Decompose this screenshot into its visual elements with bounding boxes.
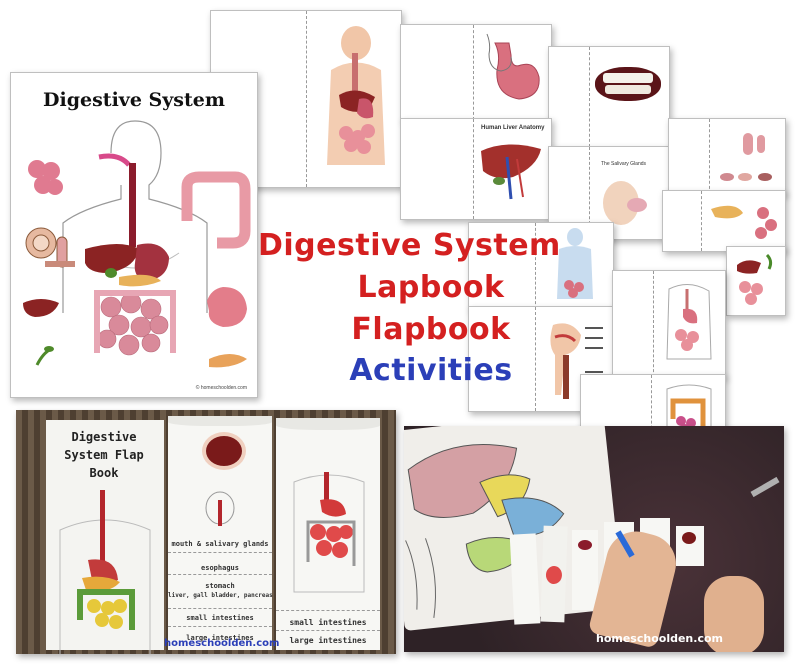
worksheet-card-teeth [548,46,670,148]
worksheet-card-intestines-small [668,118,786,195]
flap-label-large-intestines: large intestines [186,634,254,642]
salivary-glands-small-illustration [205,491,235,526]
activity-watermark: homeschoolden.com [596,632,723,645]
worksheet-card-stomach [400,24,552,121]
child-second-hand [704,576,764,652]
flap-label-liver: liver, gall bladder, pancreas [168,592,273,599]
worksheet-card-digestive-small [726,246,786,316]
liver-anatomy-illustration [481,144,541,200]
flapbook-body-illustration [59,490,151,654]
flap-label-mouth: mouth & salivary glands [171,540,269,548]
gi-tract-illustration [666,284,712,360]
body-outline-illustration [557,228,593,299]
salivary-glands-illustration [603,181,647,225]
title-line-4: Activities [349,353,513,388]
digestive-organs-illustration [737,253,773,305]
flapbook-middle: mouth & salivary glands esophagus stomac… [168,416,273,650]
flap-label-small-intestines: small intestines [186,614,254,622]
right-label-small-intestines: small intestines [289,618,367,627]
title-line-2: Lapbook [357,270,505,305]
poster-footer: © homeschoolden.com [195,385,247,391]
mini-flapbook-1 [509,533,541,625]
worksheet-card-pancreas [662,190,786,252]
poster-heading: Digestive System [43,89,225,111]
worksheet-card-liver: Human Liver Anatomy [400,118,552,220]
salivary-card-heading: The Salivary Glands [601,161,647,167]
activity-photo: homeschoolden.com [404,426,784,652]
flapbook-cover: Digestive System Flap Book [46,420,164,654]
human-body-organs-illustration [327,26,385,165]
mini-flapbook-2 [540,525,568,623]
flap-label-esophagus: esophagus [201,564,239,572]
pancreas-illustration [711,205,777,239]
worksheet-card-body-outline [468,222,614,310]
mini-flapbook-3 [572,530,598,610]
worksheet-card-gi-tract [612,270,726,378]
flapbook-right: small intestines large intestines [276,418,380,650]
appendix-villi-illustration [720,133,772,181]
title-line-1: Digestive System [258,228,561,263]
flapbook-cover-title: Digestive System Flap Book [64,430,144,480]
flapbook-watermark: homeschoolden.com [164,638,280,649]
right-label-large-intestines: large intestines [289,636,367,645]
woman-digestive-organs-illustration [23,120,251,368]
open-mouth-illustration [202,432,246,470]
digestive-system-poster: Digestive System [10,72,258,398]
title-line-3: Flapbook [351,312,511,347]
stomach-outline-icon [486,33,512,72]
flap-label-stomach: stomach [205,582,235,590]
liver-card-heading: Human Liver Anatomy [481,125,545,131]
mini-flapbook-6 [676,526,704,566]
flapbook-photo: Digestive System Flap Book mouth & saliv… [16,410,396,654]
mouth-esophagus-illustration [550,323,603,399]
stomach-illustration [494,42,540,100]
teeth-photo [595,67,661,101]
flapbook-stomach-intestines-illustration [293,472,365,593]
